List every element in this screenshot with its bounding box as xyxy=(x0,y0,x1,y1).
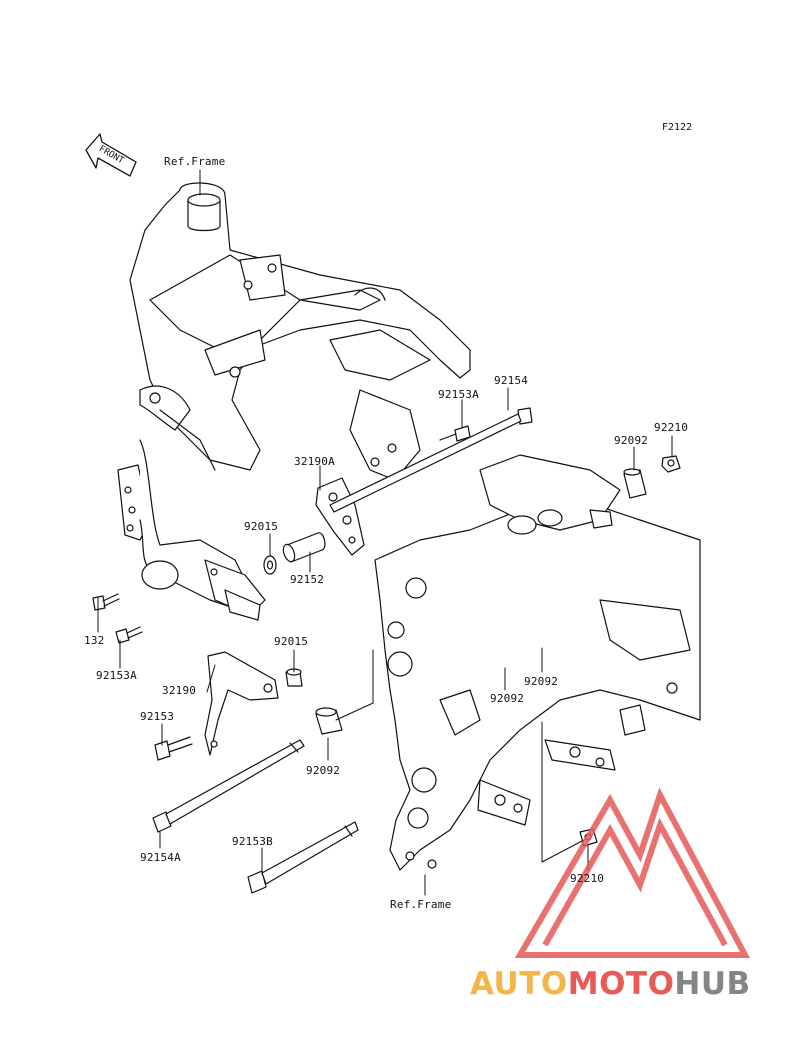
part-label-92210-bottom: 92210 xyxy=(570,872,605,885)
part-label-92015-top: 92015 xyxy=(244,520,279,533)
part-label-92210-top: 92210 xyxy=(654,421,689,434)
leader-lines xyxy=(97,169,673,896)
bolt-92153A-top xyxy=(439,425,471,442)
nut-92092-top xyxy=(623,468,647,499)
part-label-32190A: 32190A xyxy=(294,455,335,468)
bracket-32190A xyxy=(315,477,365,556)
part-label-92092-left: 92092 xyxy=(306,764,341,777)
part-label-92154A: 92154A xyxy=(140,851,181,864)
part-label-92153B: 92153B xyxy=(232,835,273,848)
bolt-92153 xyxy=(154,736,193,761)
bolt-92153B xyxy=(247,821,359,894)
nut-92210-top xyxy=(661,455,681,473)
ref-frame-label-bottom: Ref.Frame xyxy=(390,898,452,911)
spacer-92152 xyxy=(282,532,326,563)
watermark-hub: HUB xyxy=(674,966,751,1002)
part-label-32190: 32190 xyxy=(162,684,197,697)
part-label-92092-mid2: 92092 xyxy=(524,675,559,688)
bolt-92154A xyxy=(152,739,305,833)
watermark-text: AUTOMOTOHUB xyxy=(470,966,751,1002)
left-frame-section xyxy=(117,439,266,621)
engine-block xyxy=(374,454,701,871)
part-label-92092-mid1: 92092 xyxy=(490,692,525,705)
part-label-92015-mid: 92015 xyxy=(274,635,309,648)
part-label-92092-top: 92092 xyxy=(614,434,649,447)
bolt-92153A-left xyxy=(115,626,143,644)
watermark-logo-icon xyxy=(514,787,750,958)
front-arrow-icon: FRONT xyxy=(85,133,137,177)
collar-92015-mid xyxy=(285,668,303,687)
ref-frame-label-top: Ref.Frame xyxy=(164,155,226,168)
figure-code: F2122 xyxy=(662,122,693,133)
part-label-92153A-top: 92153A xyxy=(438,388,479,401)
part-label-132: 132 xyxy=(84,634,105,647)
bolt-92154-top xyxy=(329,407,533,513)
part-label-92153: 92153 xyxy=(140,710,175,723)
bracket-32190 xyxy=(204,651,279,756)
bolt-132 xyxy=(92,593,120,611)
collar-92015-top xyxy=(263,555,277,575)
upper-frame xyxy=(129,182,471,481)
nut-92092-left xyxy=(315,707,343,735)
watermark-auto: AUTO xyxy=(470,966,568,1002)
part-label-92154-top: 92154 xyxy=(494,374,529,387)
part-label-92152: 92152 xyxy=(290,573,325,586)
watermark-moto: MOTO xyxy=(567,966,675,1002)
part-label-92153A-left: 92153A xyxy=(96,669,137,682)
